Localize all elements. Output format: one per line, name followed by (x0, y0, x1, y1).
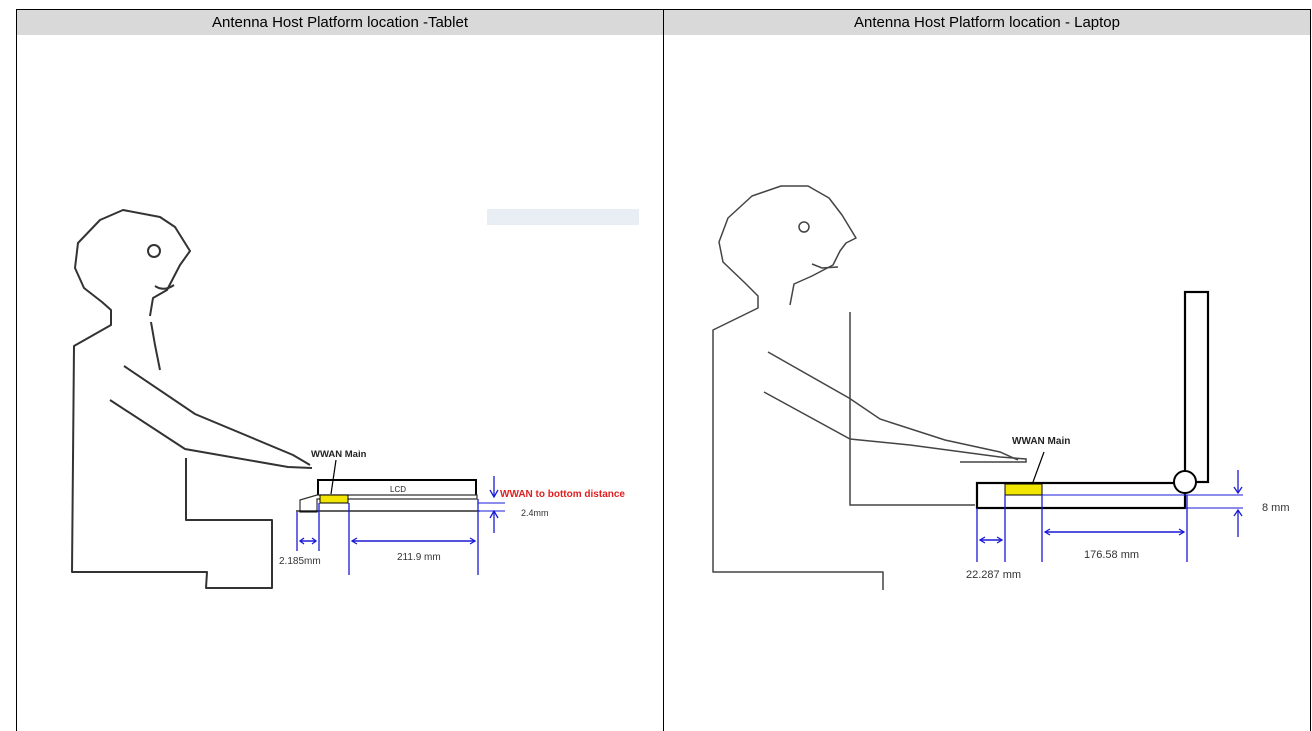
tablet-edge-offset: 2.185mm (279, 556, 321, 567)
tablet-base (299, 494, 478, 513)
laptop-lower-arm (763, 391, 1027, 463)
laptop-screen (1183, 290, 1210, 484)
tablet-bottom-distance-label: WWAN to bottom distance (500, 489, 625, 500)
laptop-lap-line (849, 312, 975, 506)
laptop-diagram: WWAN Main 8 mm 22.287 mm 176.58 mm (712, 185, 1290, 590)
laptop-hinge (1173, 470, 1197, 494)
laptop-thickness-value: 8 mm (1262, 502, 1290, 514)
tablet-cell (16, 35, 664, 731)
tablet-torso-front (150, 321, 161, 371)
laptop-antenna-pointer (1032, 451, 1045, 483)
tablet-antenna (319, 494, 349, 504)
tablet-person-outline (71, 209, 273, 589)
tablet-antenna-label: WWAN Main (311, 449, 367, 460)
tablet-smile (154, 284, 175, 290)
tablet-eye (147, 244, 161, 258)
scan-artifact (487, 209, 639, 225)
laptop-edge-offset: 22.287 mm (966, 569, 1021, 581)
tablet-thickness-value: 2.4mm (521, 508, 549, 518)
tablet-upper-arm (123, 365, 311, 466)
tablet-length: 211.9 mm (397, 552, 441, 563)
laptop-length: 176.58 mm (1084, 549, 1139, 561)
laptop-thickness-arrow-bottom (1233, 508, 1243, 517)
tablet-lower-arm (109, 399, 313, 469)
tablet-thickness-arrow-top (489, 489, 499, 499)
laptop-eye (798, 221, 810, 233)
laptop-person-outline (712, 185, 884, 590)
tablet-antenna-pointer (330, 459, 337, 495)
tablet-lcd-label: LCD (390, 485, 406, 494)
laptop-thickness-arrow-top (1233, 486, 1243, 495)
tablet-header: Antenna Host Platform location -Tablet (16, 9, 664, 36)
laptop-antenna-label: WWAN Main (1012, 436, 1070, 447)
laptop-antenna (1004, 483, 1043, 496)
tablet-diagram: WWAN Main LCD WWAN to bottom distance 2.… (71, 209, 639, 589)
laptop-mouth (811, 263, 839, 269)
laptop-upper-arm (767, 351, 1019, 461)
